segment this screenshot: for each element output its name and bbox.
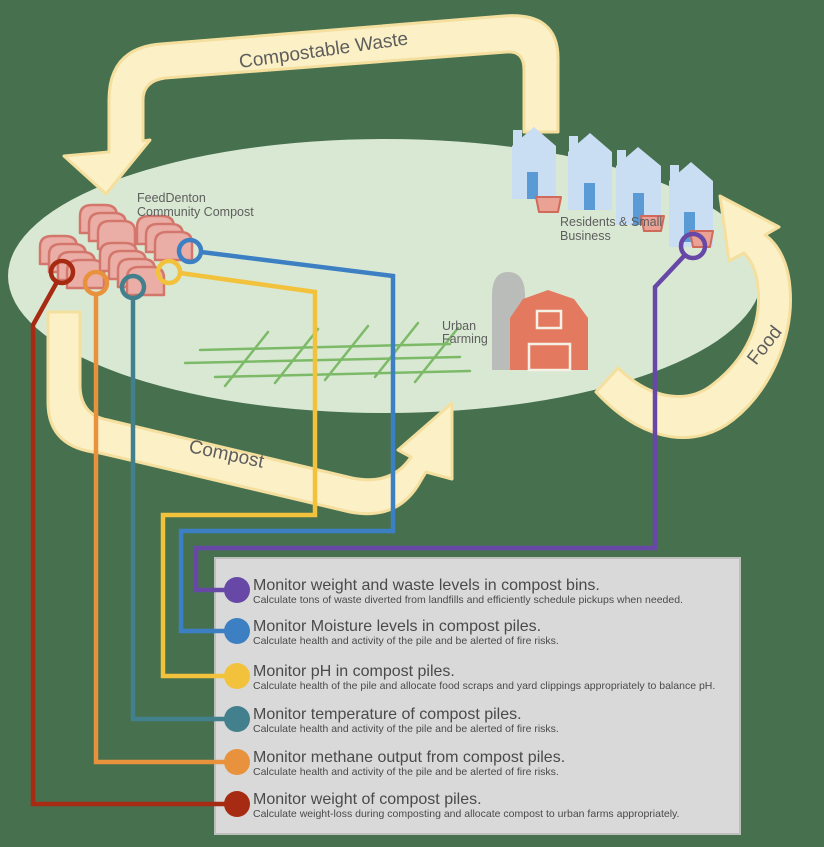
legend-item-subtitle: Calculate health and activity of the pil…	[253, 635, 559, 647]
flow-arrow-compostable-waste: Compostable Waste	[62, 14, 560, 196]
feeddenton-label-line2: Community Compost	[137, 205, 254, 219]
monitor-ring-temperature	[119, 273, 147, 301]
monitor-rings	[48, 231, 708, 301]
legend-items: Monitor weight and waste levels in compo…	[224, 577, 715, 820]
house-door	[684, 212, 695, 242]
residents-label-line2: Business	[560, 229, 611, 243]
house-door	[584, 183, 595, 210]
legend-item: Monitor Moisture levels in compost piles…	[224, 618, 559, 647]
connector-weight-waste-bins	[193, 253, 687, 593]
urban-farming-label-line1: Urban	[442, 319, 476, 333]
legend-item-subtitle: Calculate health and activity of the pil…	[253, 766, 559, 778]
legend-dot	[224, 706, 250, 732]
legend-item-title: Monitor methane output from compost pile…	[253, 749, 565, 766]
waste-bin	[640, 215, 665, 232]
legend-dot	[224, 618, 250, 644]
house-chimney	[513, 130, 522, 148]
monitor-ring-ph	[155, 258, 183, 286]
legend-dot	[224, 791, 250, 817]
house-chimney	[670, 165, 679, 183]
legend-item-title: Monitor pH in compost piles.	[253, 663, 455, 680]
compost-pile-loaf	[153, 230, 194, 262]
legend-item-subtitle: Calculate health of the pile and allocat…	[253, 680, 715, 692]
house-door	[633, 193, 644, 225]
connector-methane	[93, 294, 237, 765]
barn-door	[527, 342, 572, 372]
legend-item-subtitle: Calculate weight-loss during composting …	[253, 808, 679, 820]
house-door	[527, 172, 538, 199]
legend-dot	[224, 663, 250, 689]
site-labels: FeedDenton Community Compost Residents &…	[137, 191, 662, 346]
compostable-waste-band	[62, 14, 560, 196]
connectors	[30, 249, 687, 807]
urban-farm	[492, 272, 588, 372]
legend-item: Monitor weight and waste levels in compo…	[224, 577, 683, 606]
monitor-ring-weight-piles	[48, 258, 76, 286]
legend-item-subtitle: Calculate health and activity of the pil…	[253, 723, 559, 735]
residents-label-line1: Residents & Small	[560, 215, 662, 229]
waste-bin	[535, 196, 562, 213]
legend-item: Monitor temperature of compost piles. Ca…	[224, 706, 559, 735]
barn-window	[535, 309, 563, 330]
legend-panel	[214, 557, 741, 835]
urban-farming-label-line2: Farming	[442, 332, 488, 346]
legend-dot	[224, 577, 250, 603]
legend-item: Monitor weight of compost piles. Calcula…	[224, 791, 679, 820]
connector-temperature	[130, 298, 237, 722]
house-chimney	[569, 136, 578, 154]
house-chimney	[617, 150, 626, 168]
house	[616, 147, 661, 225]
legend-item-title: Monitor weight and waste levels in compo…	[253, 577, 600, 594]
legend-item-title: Monitor temperature of compost piles.	[253, 706, 522, 723]
food-band	[594, 194, 792, 440]
legend-dot	[224, 749, 250, 775]
monitor-ring-weight-waste-bins	[678, 231, 708, 261]
legend-item: Monitor methane output from compost pile…	[224, 749, 565, 778]
legend-item: Monitor pH in compost piles. Calculate h…	[224, 663, 715, 692]
house	[669, 162, 713, 247]
connector-ph	[160, 270, 318, 679]
legend-item-title: Monitor weight of compost piles.	[253, 791, 482, 808]
legend-item-title: Monitor Moisture levels in compost piles…	[253, 618, 541, 635]
house	[512, 127, 556, 199]
monitor-ring-methane	[82, 269, 110, 297]
house	[568, 133, 612, 210]
legend-item-subtitle: Calculate tons of waste diverted from la…	[253, 594, 683, 606]
monitor-ring-moisture	[176, 237, 204, 265]
crop-field	[183, 321, 472, 388]
connector-moisture	[178, 249, 396, 634]
feeddenton-label-line1: FeedDenton	[137, 191, 206, 205]
connector-weight-piles	[30, 280, 237, 807]
